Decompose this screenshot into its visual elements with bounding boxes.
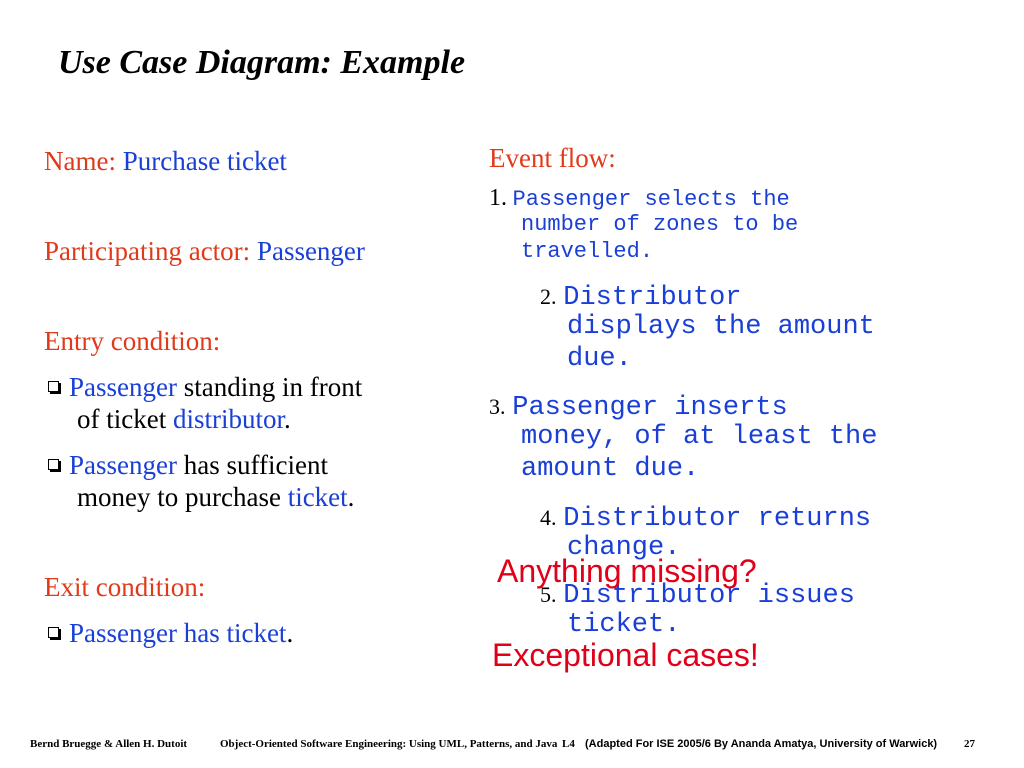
entry-item-2-object: ticket	[287, 482, 348, 512]
annotation-anything-missing: Anything missing?	[497, 553, 757, 589]
entry-item-2-end: .	[347, 482, 355, 512]
name-label: Name:	[44, 146, 123, 176]
entry-item-2-text: has sufficient	[176, 450, 328, 480]
step-2-line-3: due.	[567, 344, 632, 374]
entry-condition-label: Entry condition:	[44, 326, 221, 356]
step-2-line-2: displays the amount	[567, 312, 875, 342]
footer-authors: Bernd Bruegge & Allen H. Dutoit	[30, 738, 188, 750]
entry-item-2-actor: Passenger	[69, 450, 177, 480]
entry-item-2-cont: money to purchase ticket.	[77, 481, 354, 513]
footer-lecture: L4	[562, 738, 575, 750]
entry-item-2-text2: money to purchase	[77, 482, 288, 512]
step-2: 2. Distributor	[540, 279, 741, 314]
footer-adapted: (Adapted For ISE 2005/6 By Ananda Amatya…	[585, 738, 938, 750]
step-3-line-3: amount due.	[521, 454, 700, 484]
entry-item-1: Passenger standing in front	[48, 371, 362, 403]
name-line: Name: Purchase ticket	[44, 145, 287, 177]
actor-label: Participating actor:	[44, 236, 257, 266]
entry-item-2: Passenger has sufficient	[48, 449, 328, 481]
step-3: 3. Passenger inserts	[489, 389, 788, 424]
step-4-line-2: change.	[567, 533, 681, 563]
step-3-line-1: Passenger inserts	[512, 393, 788, 423]
entry-item-1-actor: Passenger	[69, 372, 177, 402]
step-3-number: 3.	[489, 394, 506, 419]
step-5-line-1: Distributor issues	[563, 581, 855, 611]
checkbox-bullet-icon	[48, 627, 59, 639]
step-3-line-2: money, of at least the	[521, 422, 878, 452]
entry-item-1-object: distributor	[172, 404, 284, 434]
step-5: 5. Distributor issues	[540, 577, 855, 612]
entry-item-1-cont: of ticket distributor.	[77, 403, 291, 435]
step-4-line-1: Distributor returns	[563, 504, 872, 534]
event-flow-label: Event flow:	[489, 143, 616, 173]
slide-title: Use Case Diagram: Example	[58, 44, 466, 81]
step-5-number: 5.	[540, 582, 557, 607]
annotation-exceptional-cases: Exceptional cases!	[492, 637, 759, 673]
exit-condition-label: Exit condition:	[44, 572, 206, 602]
exit-item-end: .	[286, 618, 294, 648]
entry-item-1-text: standing in front	[176, 372, 363, 402]
footer-page-number: 27	[964, 738, 975, 750]
step-1-line-1: Passenger selects the	[512, 187, 790, 212]
entry-item-1-text2: of ticket	[77, 404, 173, 434]
footer-book: Object-Oriented Software Engineering: Us…	[220, 738, 558, 750]
step-4: 4. Distributor returns	[540, 500, 871, 535]
actor-line: Participating actor: Passenger	[44, 235, 365, 267]
exit-item: Passenger has ticket.	[48, 617, 293, 649]
step-2-line-1: Distributor	[563, 283, 742, 313]
actor-value: Passenger	[256, 236, 365, 266]
step-1-line-2: number of zones to be	[521, 212, 799, 237]
exit-item-text: Passenger has ticket	[69, 618, 287, 648]
step-1: 1. Passenger selects the	[489, 184, 790, 213]
name-value: Purchase ticket	[122, 146, 287, 176]
step-2-number: 2.	[540, 284, 557, 309]
checkbox-bullet-icon	[48, 459, 59, 471]
step-5-line-2: ticket.	[567, 610, 681, 640]
checkbox-bullet-icon	[48, 381, 59, 393]
step-4-number: 4.	[540, 505, 557, 530]
step-1-line-3: travelled.	[521, 239, 654, 264]
entry-item-1-end: .	[283, 404, 291, 434]
step-1-number: 1.	[489, 185, 507, 211]
